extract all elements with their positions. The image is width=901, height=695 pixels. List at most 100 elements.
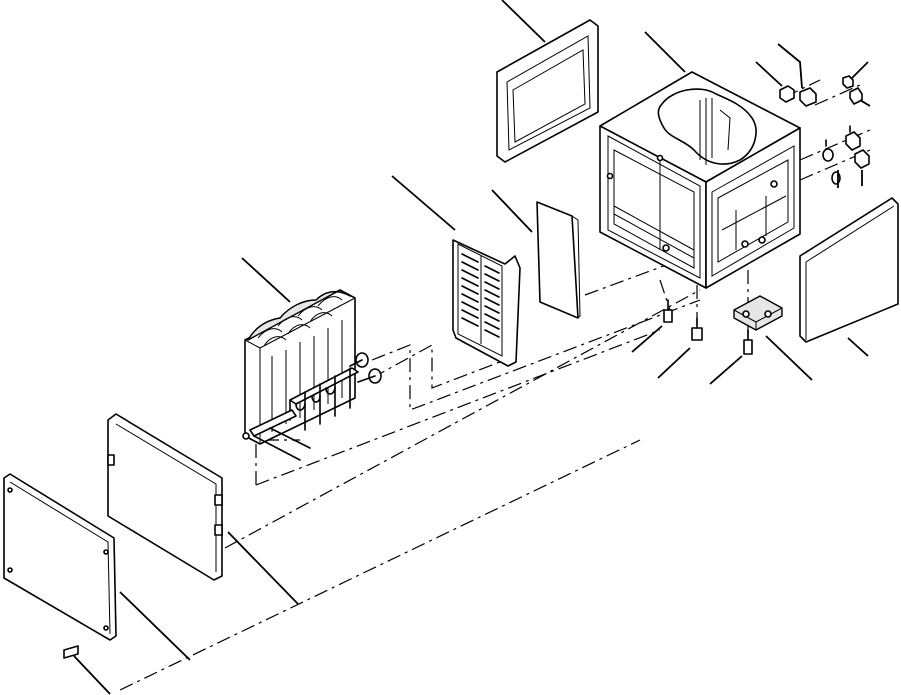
- filter-element: [536, 201, 581, 319]
- centerline-top-hw-2: [814, 84, 861, 106]
- filter-thickness: [571, 215, 581, 319]
- nut-top-4: [849, 87, 863, 105]
- screw-d: [63, 645, 79, 659]
- screw-c: [743, 339, 753, 355]
- top-cover-inner-rim: [506, 35, 591, 151]
- centerline-coil-long: [255, 329, 661, 486]
- bracket-body: [733, 295, 783, 331]
- housing-inner-detail: [719, 109, 731, 151]
- leader-nut-1: [755, 61, 783, 87]
- coil-fin-loops: [257, 296, 343, 339]
- housing-right-rail: [721, 195, 787, 231]
- fastener-screws: [63, 299, 753, 659]
- housing-inner-bracket: [699, 98, 713, 165]
- gasket-notch-2: [214, 494, 223, 506]
- leader-coil: [241, 257, 291, 303]
- centerline-pipe-lower: [371, 343, 506, 389]
- housing-left-rail: [613, 205, 695, 251]
- housing-bolt-4: [656, 154, 664, 162]
- leader-screw-c: [709, 355, 743, 385]
- screw-a: [663, 309, 673, 323]
- mounting-bracket: [733, 295, 783, 331]
- housing-right-opening: [717, 159, 789, 263]
- nut-top-2: [799, 87, 817, 107]
- leader-nut-4: [859, 99, 871, 107]
- rear-cover-hole-4: [103, 625, 109, 631]
- washer-marks: [825, 125, 851, 147]
- centerline-gasket: [224, 289, 701, 549]
- rear-cover-hole-1: [7, 487, 13, 493]
- housing-right-struts: [735, 196, 767, 250]
- rear-cover-hole-2: [7, 567, 13, 573]
- gasket-notch-1: [107, 454, 115, 466]
- centerline-pipe-upper: [371, 299, 701, 411]
- coil-fitting-stubs: [349, 359, 376, 383]
- housing-bolt-6: [662, 244, 670, 252]
- rear-cover-outer: [3, 473, 117, 641]
- grille-frame: [452, 239, 521, 367]
- rear-access-cover: [3, 473, 117, 641]
- grille-louvers: [461, 253, 500, 338]
- rear-cover-edge: [9, 481, 111, 635]
- housing-bolt-1: [770, 180, 778, 188]
- top-cover-inner-panel: [512, 49, 586, 143]
- leader-screw-a: [631, 325, 663, 353]
- centerline-side-hw-1: [799, 129, 871, 161]
- coil-fin-lines: [271, 320, 343, 432]
- housing-box: [599, 71, 801, 289]
- centerline-rear-cover: [119, 439, 641, 691]
- centerline-coil-bottom: [255, 439, 300, 485]
- leader-lines: [73, 0, 871, 695]
- front-grille: [452, 239, 521, 367]
- nut-top-3: [842, 75, 854, 89]
- gasket-plate: [107, 413, 223, 581]
- coil-tube-loops: [295, 387, 336, 411]
- nut-side-2: [854, 149, 870, 169]
- coil-tube-bends: [289, 367, 351, 431]
- coil-tube-upper: [289, 367, 359, 405]
- coil-tube-return: [253, 427, 311, 461]
- housing-left-rail-2: [613, 213, 695, 259]
- housing-bolt-5: [606, 172, 614, 180]
- gasket-edge: [115, 423, 217, 572]
- housing-bolt-3: [758, 236, 766, 244]
- leader-rear-cover: [119, 591, 191, 661]
- grille-inner: [457, 243, 503, 357]
- bracket-hole-1: [742, 310, 750, 318]
- gasket-outer: [107, 413, 223, 581]
- nut-side-1: [845, 131, 861, 151]
- centerline-screw-a: [659, 279, 671, 311]
- bracket-edges: [733, 307, 783, 330]
- rear-cover-hole-3: [103, 549, 109, 555]
- heater-coil-core: [242, 289, 382, 461]
- leader-top-cover: [501, 0, 546, 43]
- leader-screw-d: [73, 655, 111, 695]
- screw-shanks: [667, 299, 749, 341]
- housing-bolt-2: [741, 240, 749, 248]
- housing-right-face: [705, 127, 801, 289]
- leader-screw-b: [657, 347, 691, 379]
- housing-left-opening: [613, 149, 695, 269]
- housing-right-frame: [711, 145, 795, 277]
- coil-fin-loops-2: [263, 312, 333, 347]
- gasket-notch-3: [214, 524, 223, 536]
- side-cover-outer: [799, 197, 899, 343]
- leader-housing: [644, 31, 686, 73]
- housing-top-cutout: [657, 88, 757, 165]
- leader-nut-3: [851, 61, 869, 79]
- side-cover-edge: [805, 205, 895, 263]
- top-cover-outer: [496, 19, 599, 163]
- filter-body: [536, 201, 579, 319]
- nut-top-1: [779, 85, 795, 103]
- assembly-centerlines: [119, 79, 871, 691]
- washers: [822, 125, 851, 185]
- housing-left-frame: [607, 135, 701, 279]
- side-cover-panel: [799, 197, 899, 343]
- leader-filter: [491, 189, 533, 233]
- leader-bracket: [765, 335, 813, 381]
- coil-mount-screw: [242, 432, 250, 440]
- bracket-hole-2: [764, 310, 772, 318]
- coil-fins-top: [247, 289, 351, 341]
- screw-b: [691, 327, 703, 341]
